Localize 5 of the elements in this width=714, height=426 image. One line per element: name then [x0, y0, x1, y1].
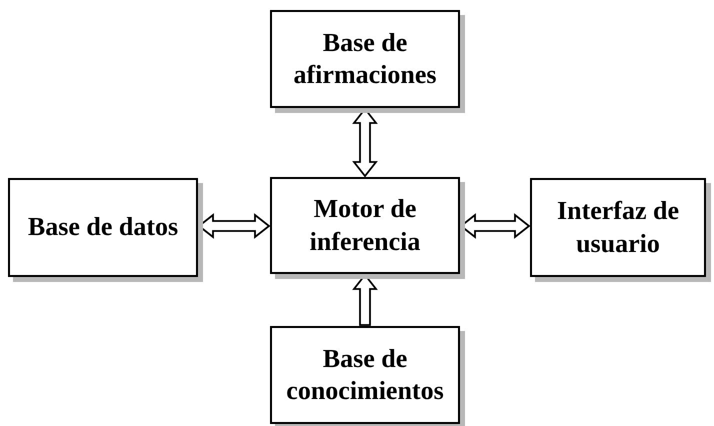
box-label: Motor de inferencia: [308, 193, 422, 258]
box-label: Base de conocimientos: [285, 342, 445, 407]
box-label: Base de datos: [28, 211, 178, 244]
box-label: Base de afirmaciones: [292, 26, 438, 91]
box-label: Interfaz de usuario: [556, 195, 680, 260]
